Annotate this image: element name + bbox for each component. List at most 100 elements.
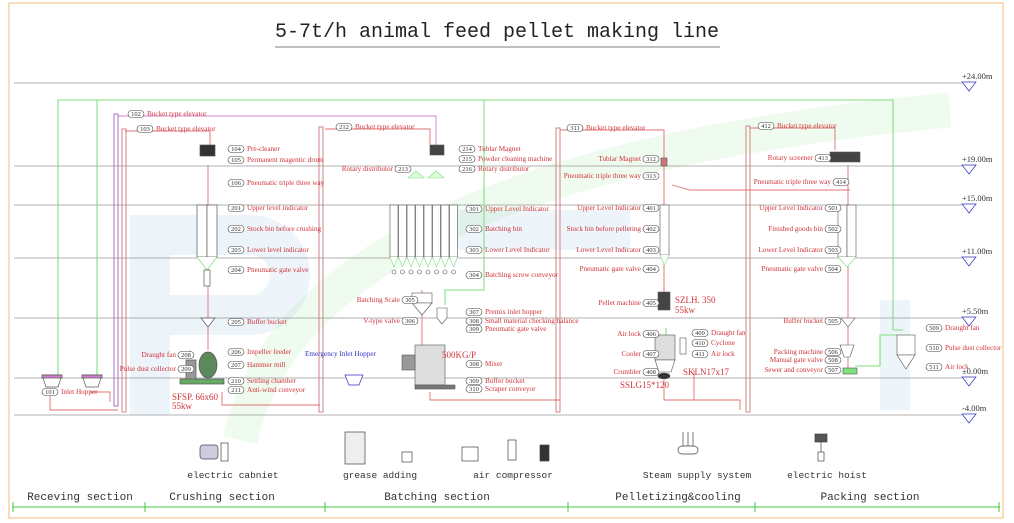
item-code: 303	[469, 247, 479, 254]
item-code-bubble	[227, 318, 245, 326]
item-label: Anti-wind conveyor	[247, 386, 306, 394]
item-code-bubble	[642, 246, 660, 254]
item-code-bubble	[642, 225, 660, 233]
item-code-bubble	[691, 350, 709, 358]
item-code: 216	[462, 166, 473, 173]
item-code: 202	[231, 226, 241, 233]
item-label: Scraper conveyor	[485, 385, 536, 393]
cooler-model: SKLN17x17	[683, 367, 730, 377]
item-label: Batching screw conveyor	[485, 271, 559, 279]
item-code-bubble	[465, 271, 483, 279]
item-code: 403	[646, 247, 656, 254]
item-code: 311	[570, 125, 580, 132]
item-label: Air lock	[617, 330, 641, 338]
item-code-bubble	[642, 265, 660, 273]
item-code: 411	[695, 351, 705, 358]
item-label: Upper Level Indicator	[485, 205, 549, 213]
elevation-marker-icon	[961, 256, 977, 267]
item-code-bubble	[824, 366, 842, 374]
item-label: Lower Level Indicator	[576, 246, 641, 254]
item-label: Hammer mill	[247, 361, 286, 369]
packing-equipment	[829, 151, 916, 375]
item-label: Upper Level Indicator	[577, 204, 641, 212]
screw-feeder	[451, 269, 456, 275]
item-code: 209	[181, 366, 191, 373]
item-label: Cooler	[621, 350, 641, 358]
item-label: Lower Level Indicator	[758, 246, 823, 254]
item-code-bubble	[227, 361, 245, 369]
item-label: Settling chamber	[247, 377, 297, 385]
item-code: 312	[646, 156, 656, 163]
item-code: 307	[469, 309, 480, 316]
item-code-bubble	[824, 246, 842, 254]
item-code-bubble	[458, 155, 476, 163]
mixer-capacity: 500KG/P	[442, 350, 476, 360]
section-receiving: Receving section	[27, 492, 133, 504]
item-code-bubble	[458, 165, 476, 173]
section-dividers	[12, 502, 1000, 512]
bucket-elevators	[113, 113, 751, 413]
item-code-bubble	[824, 265, 842, 273]
item-code-bubble	[227, 156, 245, 164]
item-code: 508	[828, 357, 838, 364]
item-label: Inlet Hopper	[61, 388, 98, 396]
batching-bin	[415, 204, 424, 258]
item-code-bubble	[465, 246, 483, 254]
item-label: Draught fan	[711, 329, 746, 337]
item-label: Pneumatic triple three way	[247, 179, 325, 187]
item-code-bubble	[642, 350, 660, 358]
item-code: 511	[929, 364, 939, 371]
item-code: 309	[469, 326, 479, 333]
batching-bin	[423, 204, 433, 258]
item-code-bubble	[925, 324, 943, 332]
item-code-bubble	[127, 110, 145, 118]
hammer-mill-power: 55kw	[172, 401, 193, 411]
item-label: Rotary screener	[768, 154, 814, 162]
item-label: Pulse dust collector	[945, 344, 1002, 352]
item-code: 106	[231, 180, 242, 187]
equipment-label: 505 Buffer bucket	[783, 317, 842, 325]
batching-bin	[432, 204, 441, 258]
screw-feeder	[425, 269, 431, 275]
item-code: 502	[828, 226, 838, 233]
item-code-bubble	[227, 145, 245, 153]
item-code: 505	[828, 318, 838, 325]
item-code-bubble	[401, 296, 419, 304]
item-code: 104	[231, 146, 242, 153]
item-label: Buffer bucket	[783, 317, 823, 325]
item-label: Pneumatic gate valve	[247, 266, 308, 274]
elevation-label: +19.00m	[962, 154, 993, 164]
item-label: Air lock	[945, 363, 969, 371]
item-code: 507	[828, 367, 839, 374]
item-code: 504	[828, 266, 839, 273]
item-code-bubble	[642, 155, 660, 163]
drawing-frame	[8, 2, 1004, 519]
aux-label-grease-adding: grease adding	[343, 470, 417, 481]
item-code: 215	[462, 156, 472, 163]
item-code: 304	[469, 272, 480, 279]
item-code-bubble	[824, 356, 842, 364]
item-label: Pneumatic gate valve	[762, 265, 823, 273]
batching-bin	[389, 204, 399, 258]
elevation-label: +15.00m	[962, 193, 993, 203]
item-label: Pneumatic triple three way	[564, 172, 642, 180]
